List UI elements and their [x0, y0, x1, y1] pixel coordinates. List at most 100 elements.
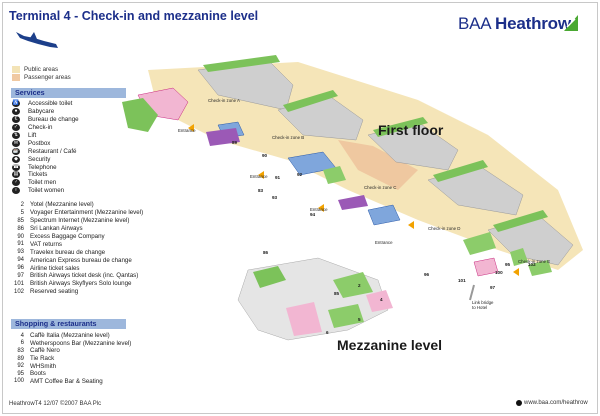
mezzanine-label: Mezzanine level [337, 337, 443, 353]
unit-number-93: 93 [272, 195, 278, 200]
unit-96 [323, 166, 346, 184]
service-numbered-item-label: Airline ticket sales [30, 264, 80, 272]
unit-number-91: 91 [275, 175, 281, 180]
mezz-unit-4 [366, 290, 393, 312]
shop-item: 95 Boots [12, 370, 131, 378]
service-numbered-item-number: 2 [20, 201, 24, 208]
shop-item-label: Boots [30, 370, 46, 378]
unit-100 [473, 257, 499, 277]
service-label: Babycare [28, 108, 55, 116]
service-numbered-item-number: 102 [13, 288, 24, 295]
green-roof-2 [283, 90, 338, 112]
entrance-arrow-4 [408, 221, 414, 229]
service-item: ◆Security [12, 155, 79, 163]
key-item: Public areas [12, 66, 58, 73]
brand-name: BAA Heathrow [458, 14, 571, 34]
service-numbered-item-label: British Airways Skyflyers Solo lounge [30, 280, 132, 288]
service-label: Telephone [28, 163, 57, 171]
service-item: ✓Check-in [12, 124, 79, 132]
service-item: €Bureau de change [12, 116, 79, 124]
unit-number-102: 102 [528, 262, 536, 267]
service-numbered-item-number: 91 [17, 241, 24, 248]
service-numbered-item-number: 86 [17, 225, 24, 232]
tickets-icon: ▤ [12, 171, 20, 179]
service-numbered-item-label: VAT returns [30, 240, 62, 248]
service-numbered-item-number: 85 [17, 217, 24, 224]
unit-95 [367, 204, 401, 226]
terminal-map [122, 55, 583, 341]
toilet-men-icon: ♂ [12, 179, 20, 187]
unit-number-100: 100 [495, 270, 503, 275]
service-item: ☕Restaurant / Café [12, 147, 79, 155]
key-label: Passenger areas [24, 74, 71, 81]
shop-item-number: 95 [17, 370, 24, 377]
toilet-women-icon: ♀ [12, 187, 20, 195]
service-item: ✉Postbox [12, 139, 79, 147]
shop-item-label: Wetherspoons Bar (Mezzanine level) [30, 339, 132, 347]
check-in-icon: ✓ [12, 124, 20, 132]
shop-item-label: Tie Rack [30, 355, 55, 363]
green-roof-5 [493, 210, 548, 232]
shop-item-label: Caffè Nero [30, 347, 60, 355]
service-numbered-item-label: Sri Lankan Airways [30, 225, 83, 233]
service-numbered-item-number: 101 [13, 280, 24, 287]
service-numbered-item-label: British Airways ticket desk (inc. Qantas… [30, 272, 139, 280]
green-block-west [122, 98, 158, 132]
shop-item: 4 Caffè Italia (Mezzanine level) [12, 332, 131, 340]
shop-item: 89 Tie Rack [12, 355, 131, 363]
service-numbered-item-label: Yotel (Mezzanine level) [30, 201, 94, 209]
brand-prefix: BAA [458, 14, 496, 33]
telephone-icon: ☎ [12, 163, 20, 171]
desk-cluster-west [206, 128, 240, 146]
accessible-toilet-icon: ♿ [12, 100, 20, 108]
service-label: Accessible toilet [28, 100, 73, 108]
unit-number-4: 4 [380, 297, 383, 302]
unit-number-96: 96 [424, 272, 430, 277]
shop-item-label: Caffè Italia (Mezzanine level) [30, 332, 110, 340]
service-item: ☎ Telephone [12, 163, 79, 171]
shop-item-number: 6 [20, 340, 24, 347]
entrance-label-2: Entrance [250, 174, 268, 179]
terminal-locator-icon [16, 32, 58, 48]
mezz-unit-6 [286, 302, 322, 336]
service-numbered-item-number: 96 [17, 265, 24, 272]
service-numbered-item-label: Reserved seating [30, 288, 79, 296]
link-bridge-label: Link bridge to Hotel [472, 300, 494, 310]
unit-97 [463, 232, 496, 255]
zone-e-label: Check-in zone E [518, 259, 551, 264]
service-label: Lift [28, 132, 37, 139]
service-numbered-item: 101 British Airways Skyflyers Solo lounge [12, 280, 143, 288]
shop-item-number: 4 [20, 332, 24, 339]
service-numbered-item-label: American Express bureau de change [30, 256, 132, 264]
shop-item-label: WHSmith [30, 362, 57, 370]
service-numbered-item: 91 VAT returns [12, 240, 143, 248]
mezz-unit-2 [333, 272, 373, 298]
page-title: Terminal 4 - Check-in and mezzanine leve… [9, 9, 259, 23]
shop-item-number: 100 [13, 378, 24, 385]
key-item: Passenger areas [12, 74, 71, 81]
brand-heathrow: Heathrow [495, 14, 571, 33]
service-item: ♀ Toilet women [12, 187, 79, 195]
web-icon [516, 400, 522, 406]
mezz-unit-5 [328, 304, 364, 328]
shop-item: 6 Wetherspoons Bar (Mezzanine level) [12, 339, 132, 348]
service-label: Toilet women [28, 187, 65, 195]
service-label: Security [28, 155, 51, 163]
shop-item-number: 89 [17, 355, 24, 362]
unit-number-92: 92 [297, 172, 303, 177]
service-item: ⇅Lift [12, 132, 79, 140]
green-roof-1 [203, 55, 280, 72]
footer-copyright: HeathrowT4 12/07 ©2007 BAA Plc [9, 401, 102, 407]
entrance-arrow-2 [258, 171, 264, 179]
entrance-label-1: Entrance [178, 128, 196, 133]
mezz-green-edge [253, 266, 286, 288]
service-numbered-item-label: Voyager Entertainment (Mezzanine level) [30, 209, 144, 217]
green-roof-3 [373, 117, 428, 137]
unit-number-2: 2 [358, 283, 361, 288]
babycare-icon: ● [12, 108, 20, 116]
